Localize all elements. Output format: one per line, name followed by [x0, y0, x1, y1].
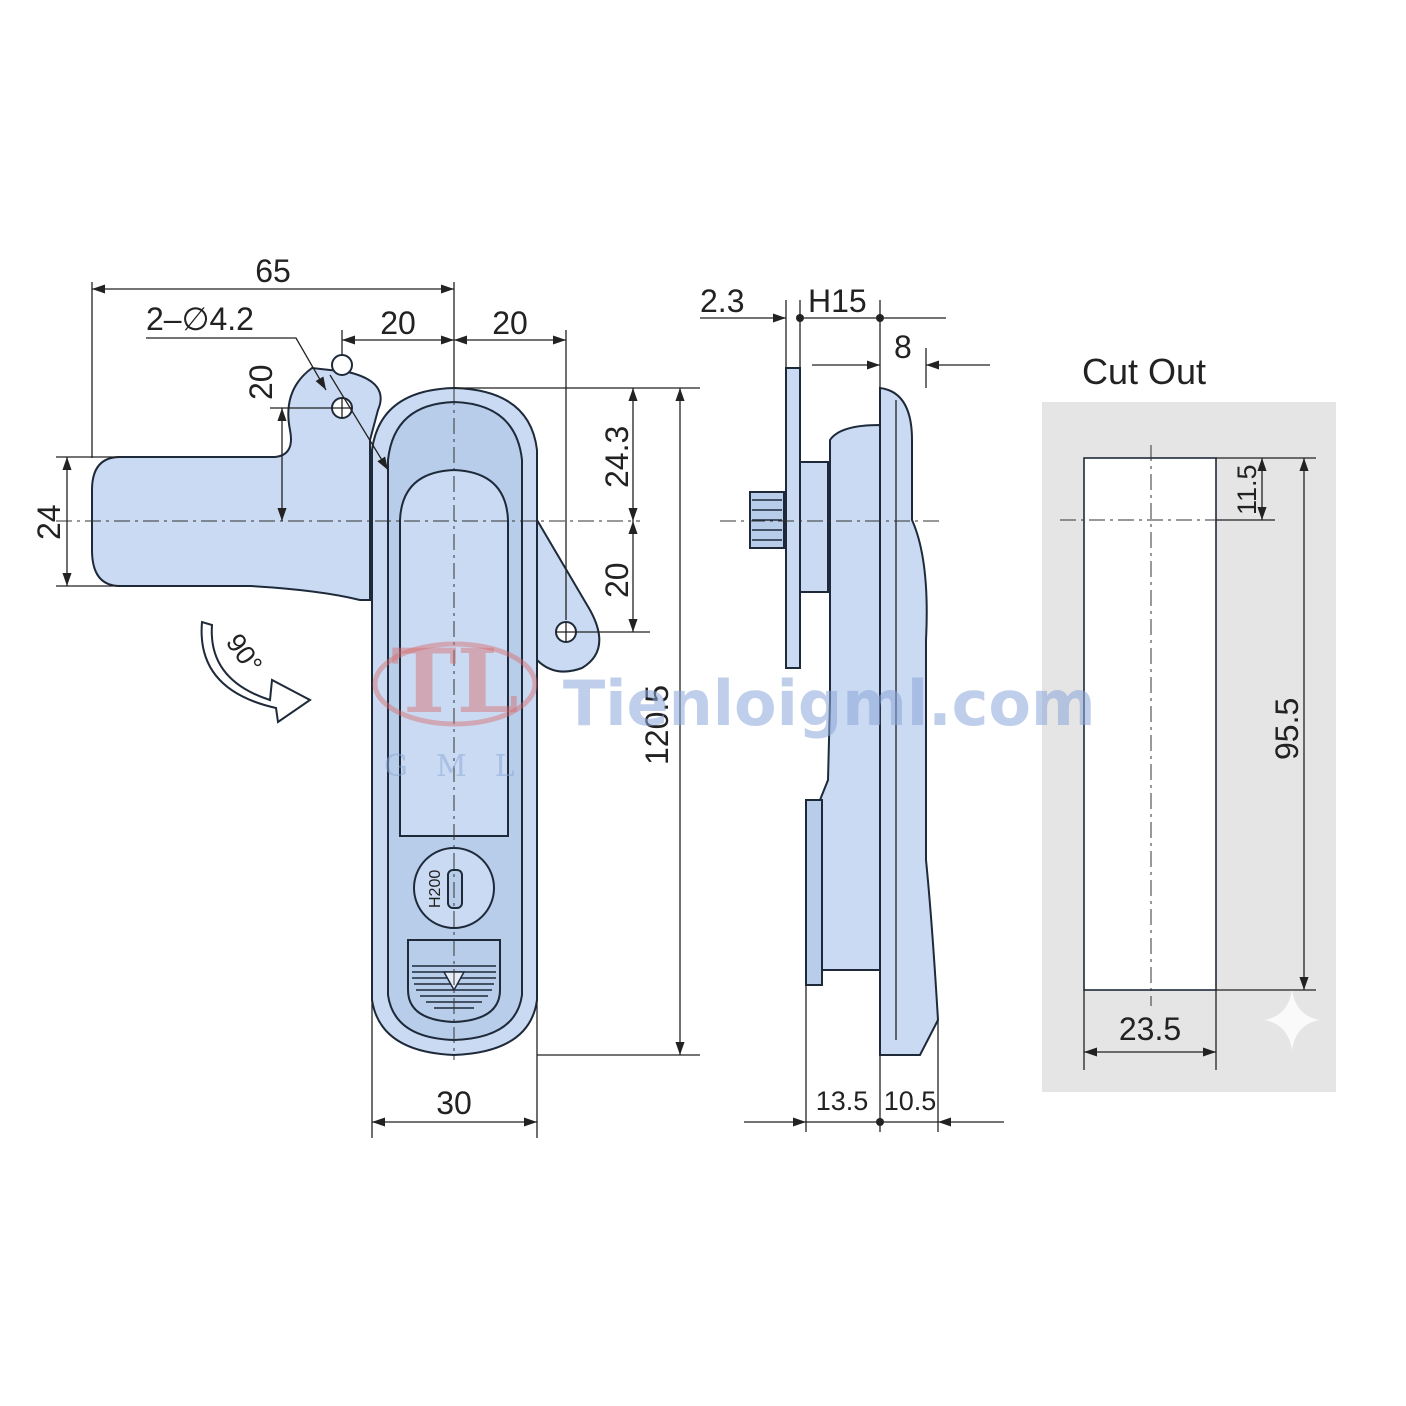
dim-95-5: 95.5	[1269, 698, 1305, 760]
dim-13-5: 13.5	[816, 1086, 869, 1116]
cutout-title: Cut Out	[1082, 351, 1206, 392]
key-slot	[447, 869, 463, 909]
cam-plate	[785, 367, 801, 669]
cutout-view: Cut Out 11.5 95.5 23.5	[1042, 351, 1336, 1092]
cutout-rect	[1083, 457, 1217, 991]
watermark-logo: TL	[391, 629, 518, 733]
dim-2-3: 2.3	[700, 283, 744, 319]
dim-10-5: 10.5	[884, 1086, 937, 1116]
watermark: TL GML Tienloigml.com	[372, 629, 1096, 784]
dim-20-lower: 20	[599, 562, 635, 598]
handle-lower-lobe	[536, 516, 601, 673]
watermark-site: Tienloigml.com	[563, 667, 1096, 740]
dim-30: 30	[436, 1085, 472, 1121]
dim-20-right: 20	[492, 305, 528, 341]
dim-20-vertical: 20	[243, 364, 279, 400]
dim-23-5: 23.5	[1119, 1011, 1181, 1047]
flange	[879, 386, 940, 1056]
watermark-logo-sub: GML	[384, 749, 543, 784]
rotation-label: 90°	[220, 628, 268, 679]
dim-24: 24	[31, 504, 67, 540]
front-view: H200 90° 65 2	[31, 253, 700, 1138]
hole-top	[331, 354, 353, 376]
dim-8: 8	[894, 329, 912, 365]
housing	[819, 423, 881, 971]
sparkle-icon	[1264, 990, 1320, 1050]
housing-back	[805, 799, 823, 986]
dim-20-left: 20	[380, 305, 416, 341]
dim-65: 65	[255, 253, 291, 289]
key-label: H200	[427, 870, 444, 908]
dim-h15: H15	[808, 283, 867, 319]
rotation-arrow-icon	[200, 620, 312, 724]
shaft	[799, 461, 829, 593]
dim-11-5: 11.5	[1232, 464, 1262, 515]
watermark-logo-ring	[372, 641, 538, 727]
dim-120-5: 120.5	[639, 685, 675, 765]
dim-24-3: 24.3	[599, 426, 635, 488]
side-view: 2.3 H15 8 13.5 10.5	[700, 283, 1004, 1132]
handle-arm	[91, 366, 382, 601]
dim-holes: 2–∅4.2	[146, 301, 254, 337]
